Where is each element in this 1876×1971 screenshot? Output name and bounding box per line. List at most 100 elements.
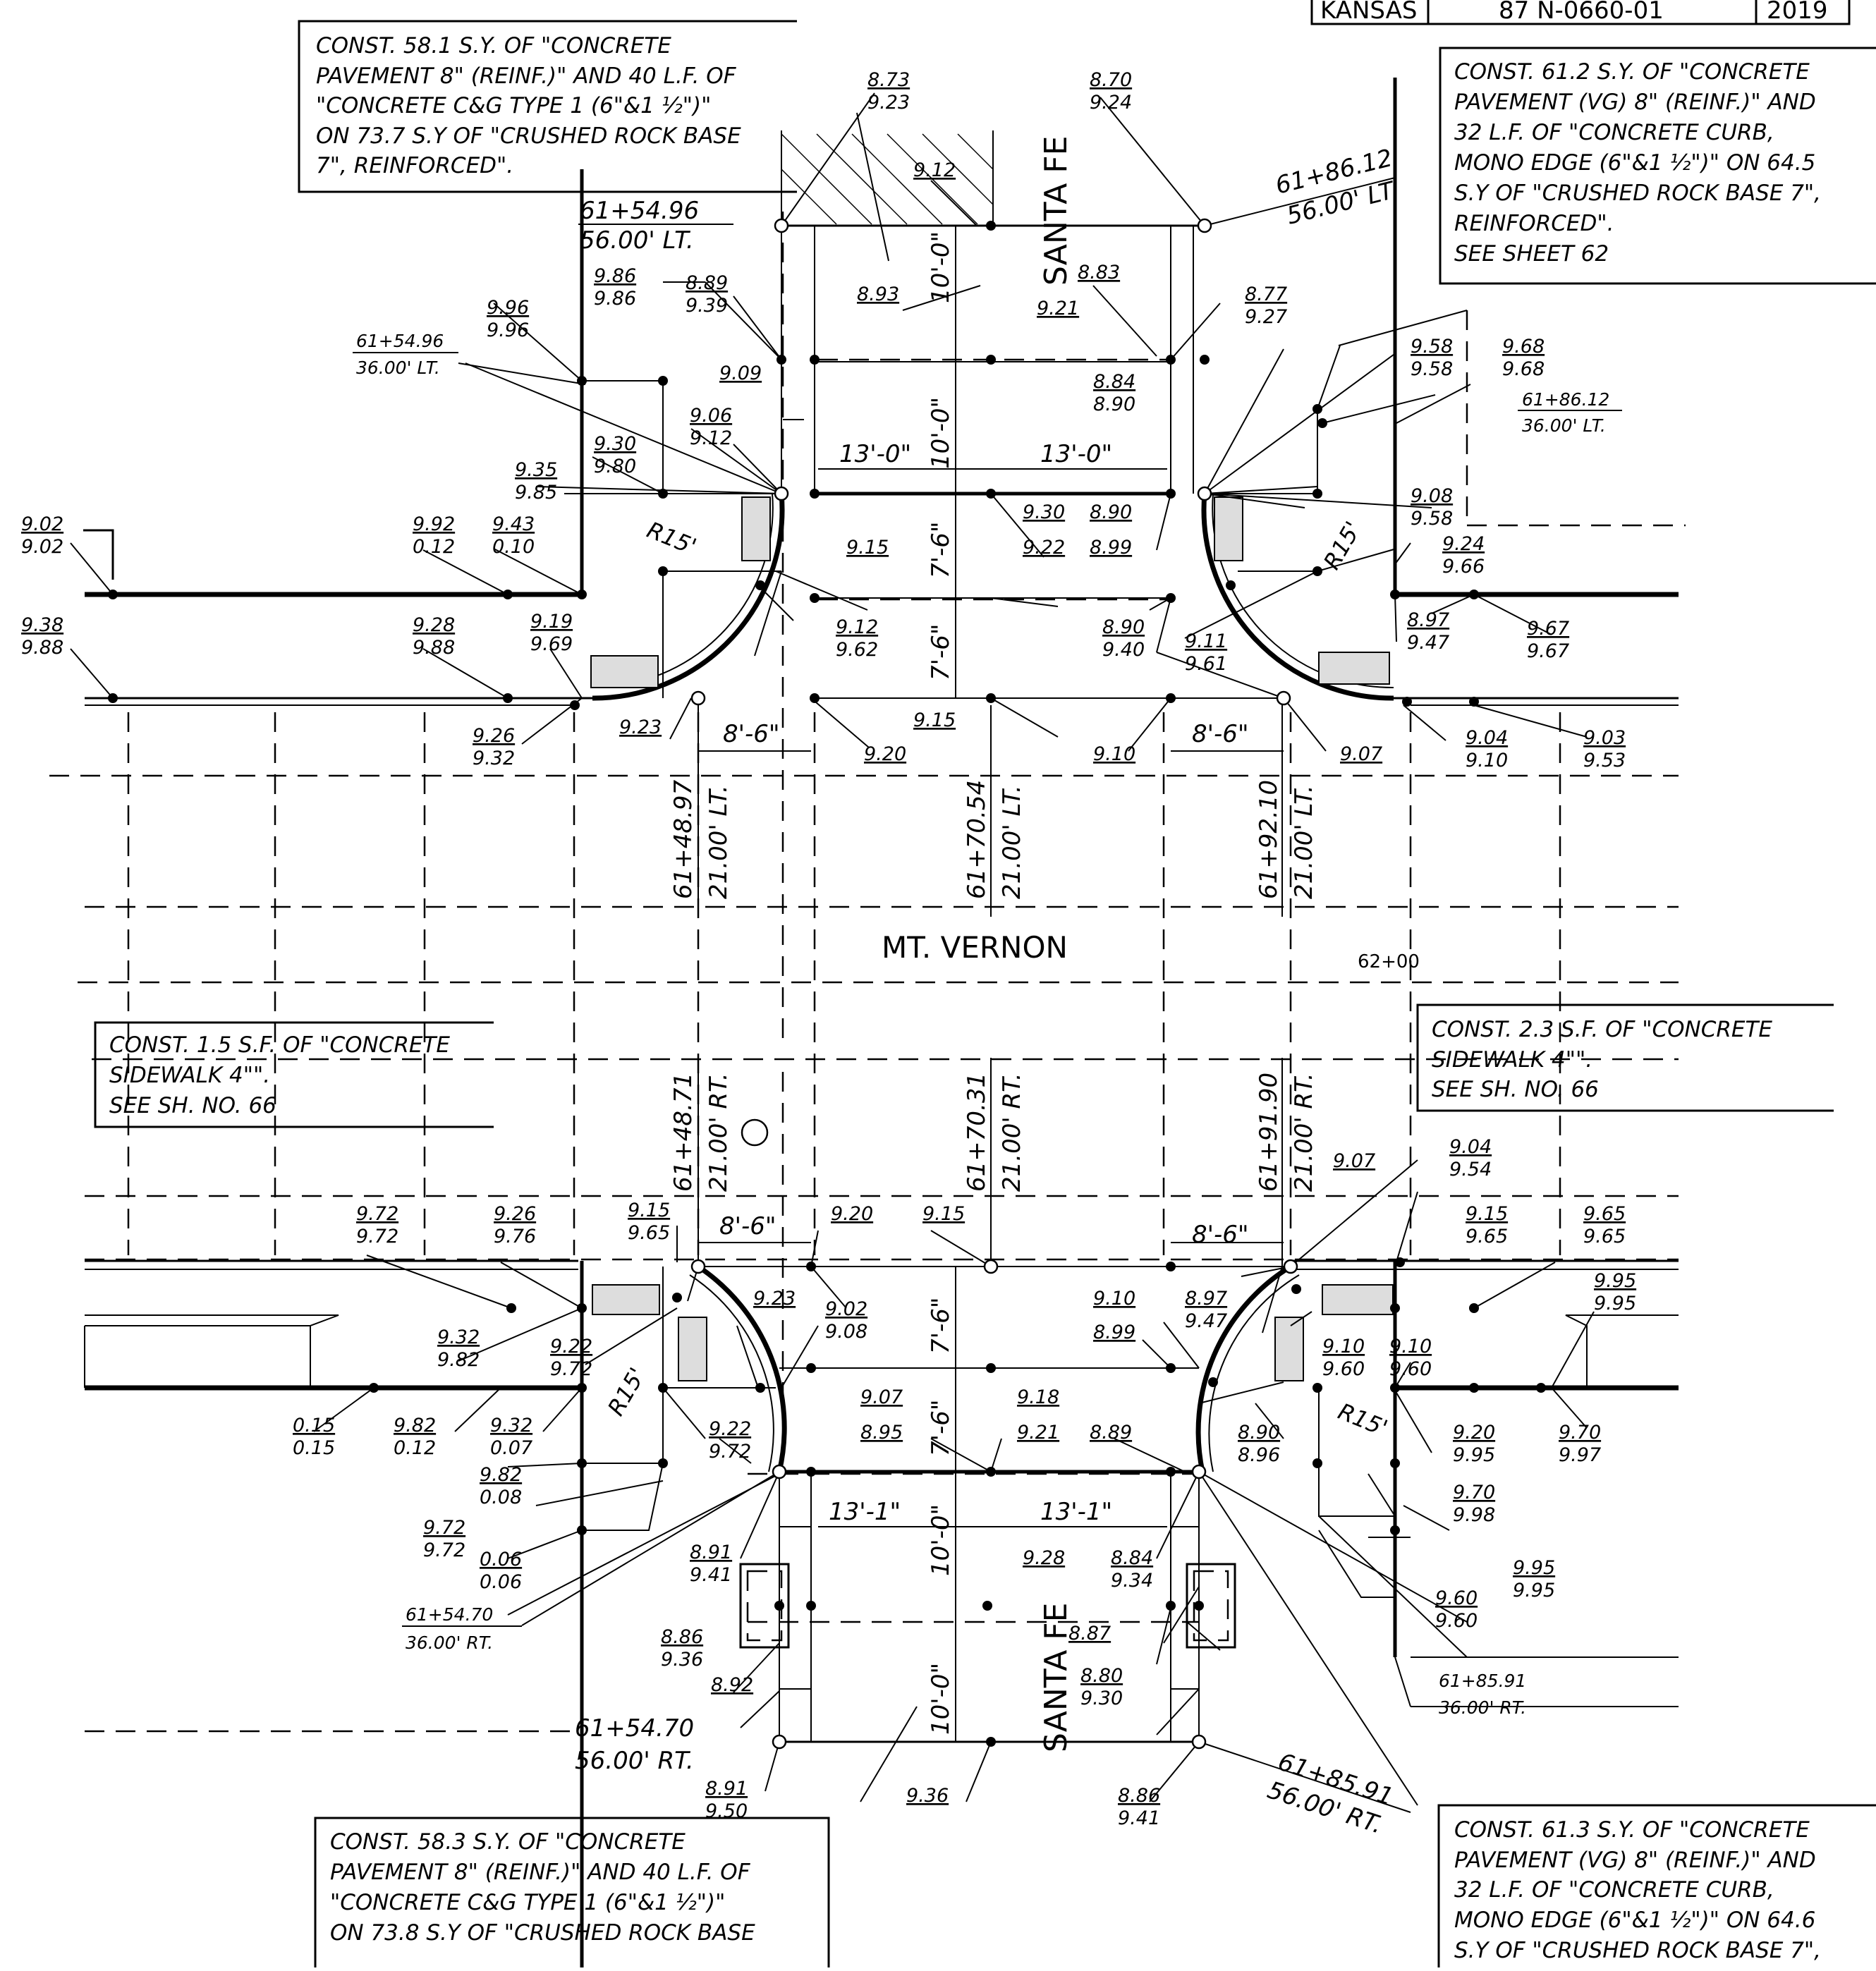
elevation-label: 8.869.36 <box>661 1626 703 1671</box>
elevation-top-value: 9.38 <box>21 614 63 636</box>
elevation-label: 9.229.72 <box>550 1336 592 1380</box>
elevation-label: 9.069.12 <box>690 405 732 449</box>
elevation-bottom-value: 9.65 <box>1583 1226 1626 1247</box>
elevation-top-value: 9.96 <box>487 297 529 319</box>
note-line: SEE SHEET 62 <box>1454 241 1609 267</box>
elevation-top-value: 8.73 <box>867 69 910 91</box>
south-curb-returns <box>592 1264 1394 1472</box>
elevation-bottom-value: 9.41 <box>690 1564 732 1586</box>
elevation-label: 9.109.60 <box>1389 1336 1432 1380</box>
elevation-label: 8.919.50 <box>705 1778 748 1822</box>
title-block: KANSAS 87 N-0660-01 2019 <box>1310 0 1851 25</box>
elevation-top-value: 9.28 <box>413 614 455 636</box>
elevation-top-value: 9.65 <box>1583 1203 1626 1225</box>
elevation-label: 9.049.10 <box>1466 727 1508 771</box>
elevation-bottom-value: 0.08 <box>480 1487 522 1508</box>
radius-label: R15' <box>643 516 700 560</box>
elevation-label: 9.249.66 <box>1442 533 1485 578</box>
station-label: 21.00' LT. <box>1290 785 1318 899</box>
elevation-bottom-value: 9.95 <box>1453 1444 1495 1466</box>
elevation-label: 9.609.60 <box>1435 1587 1478 1632</box>
elevation-label: 9.309.80 <box>594 433 636 477</box>
elevation-label: 9.199.69 <box>530 611 573 655</box>
elevation-bottom-value: 9.60 <box>1322 1358 1365 1380</box>
elevation-top-value: 9.30 <box>594 433 636 455</box>
leader-lines <box>70 92 1679 1813</box>
elevation-label: 9.920.12 <box>413 513 455 558</box>
elevation-bottom-value: 0.12 <box>394 1437 436 1459</box>
note-line: ON 73.8 S.Y OF "CRUSHED ROCK BASE <box>330 1920 755 1946</box>
elevation-top-value: 9.30 <box>1023 501 1065 523</box>
title-block-project: 87 N-0660-01 <box>1499 0 1664 25</box>
elevation-bottom-value: 9.36 <box>661 1649 703 1671</box>
elevation-top-value: 9.95 <box>1594 1270 1636 1292</box>
elevation-label: 9.869.86 <box>594 265 636 310</box>
elevation-bottom-value: 9.47 <box>1407 632 1449 654</box>
dimension-label: 10'-0" <box>927 1663 955 1735</box>
note-line: PAVEMENT (VG) 8" (REINF.)" AND <box>1454 1848 1816 1873</box>
elevation-bottom-value: 9.12 <box>690 427 732 449</box>
dimension-label: 7'-6" <box>927 1297 955 1354</box>
elevation-top-value: 9.82 <box>480 1464 522 1486</box>
elevation-bottom-value: 9.72 <box>356 1226 398 1247</box>
elevation-bottom-value: 9.96 <box>487 319 529 341</box>
dimension-label: 10'-0" <box>927 397 955 469</box>
elevation-top-value: 9.23 <box>619 716 662 738</box>
elevation-label: 9.049.54 <box>1449 1136 1492 1180</box>
elevation-bottom-value: 9.95 <box>1513 1580 1555 1601</box>
elevation-top-value: 9.26 <box>473 725 515 747</box>
elevation-label: 9.23 <box>753 1288 796 1310</box>
elevation-label: 8.90 <box>1090 501 1132 523</box>
note-line: SIDEWALK 4"". <box>1432 1047 1592 1073</box>
radius-label: R15' <box>602 1363 651 1420</box>
elevation-top-value: 9.70 <box>1453 1482 1495 1503</box>
elevation-label: 8.848.90 <box>1093 371 1135 415</box>
elevation-top-value: 9.36 <box>906 1785 949 1807</box>
dimension-label: 7'-6" <box>927 623 955 681</box>
elevation-label: 8.83 <box>1078 262 1120 283</box>
station-label: 61+54.70 <box>406 1604 493 1625</box>
elevation-bottom-value: 9.60 <box>1435 1610 1478 1632</box>
elevation-top-value: 9.21 <box>1037 298 1079 319</box>
dimension-lines <box>698 226 1284 1742</box>
station-label: 21.00' LT. <box>705 785 733 899</box>
elevation-label: 9.07 <box>1333 1150 1375 1172</box>
elevation-top-value: 9.12 <box>913 159 956 181</box>
elevation-top-value: 9.20 <box>831 1203 873 1225</box>
elevation-top-value: 8.90 <box>1090 501 1132 523</box>
elevation-label: 9.20 <box>831 1203 873 1225</box>
elevation-label: 9.289.88 <box>413 614 455 659</box>
note-line: PAVEMENT 8" (REINF.)" AND 40 L.F. OF <box>316 63 737 89</box>
dimension-label: 8'-6" <box>1192 720 1249 748</box>
elevation-label: 9.320.07 <box>490 1415 532 1459</box>
elevation-bottom-value: 9.62 <box>836 639 878 661</box>
elevation-top-value: 8.83 <box>1078 262 1120 283</box>
elevation-top-value: 8.70 <box>1090 69 1132 91</box>
elevation-bottom-value: 9.76 <box>494 1226 536 1247</box>
station-label: 36.00' RT. <box>1439 1697 1526 1718</box>
elevation-top-value: 9.15 <box>628 1200 670 1221</box>
dimension-label: 10'-0" <box>927 1504 955 1576</box>
note-line: MONO EDGE (6"&1 ½")" ON 64.5 <box>1454 150 1815 176</box>
note-e-sidewalk: CONST. 2.3 S.F. OF "CONCRETE SIDEWALK 4"… <box>1416 1003 1834 1112</box>
elevation-bottom-value: 9.27 <box>1245 306 1287 328</box>
elevation-label: 9.959.95 <box>1513 1557 1555 1601</box>
note-line: SEE SH. NO. 66 <box>1432 1077 1599 1102</box>
elevation-bottom-value: 9.54 <box>1449 1159 1492 1180</box>
elevation-top-value: 9.07 <box>1340 743 1382 765</box>
station-label: 36.00' LT. <box>1522 415 1606 436</box>
elevation-top-value: 8.90 <box>1102 616 1145 638</box>
elevation-top-value: 9.22 <box>1023 537 1065 559</box>
note-line: MONO EDGE (6"&1 ½")" ON 64.6 <box>1454 1908 1815 1933</box>
elevation-top-value: 9.95 <box>1513 1557 1555 1579</box>
elevation-top-value: 9.02 <box>825 1298 867 1320</box>
elevation-label: 9.18 <box>1017 1386 1059 1408</box>
elevation-top-value: 9.72 <box>423 1517 465 1539</box>
elevation-top-value: 8.95 <box>860 1422 903 1444</box>
elevation-top-value: 9.12 <box>836 616 878 638</box>
elevation-label: 9.969.96 <box>487 297 529 341</box>
elevation-label: 8.919.41 <box>690 1542 732 1586</box>
elevation-bottom-value: 9.32 <box>473 747 515 769</box>
elevation-top-value: 9.23 <box>753 1288 796 1310</box>
elevation-bottom-value: 9.60 <box>1389 1358 1432 1380</box>
